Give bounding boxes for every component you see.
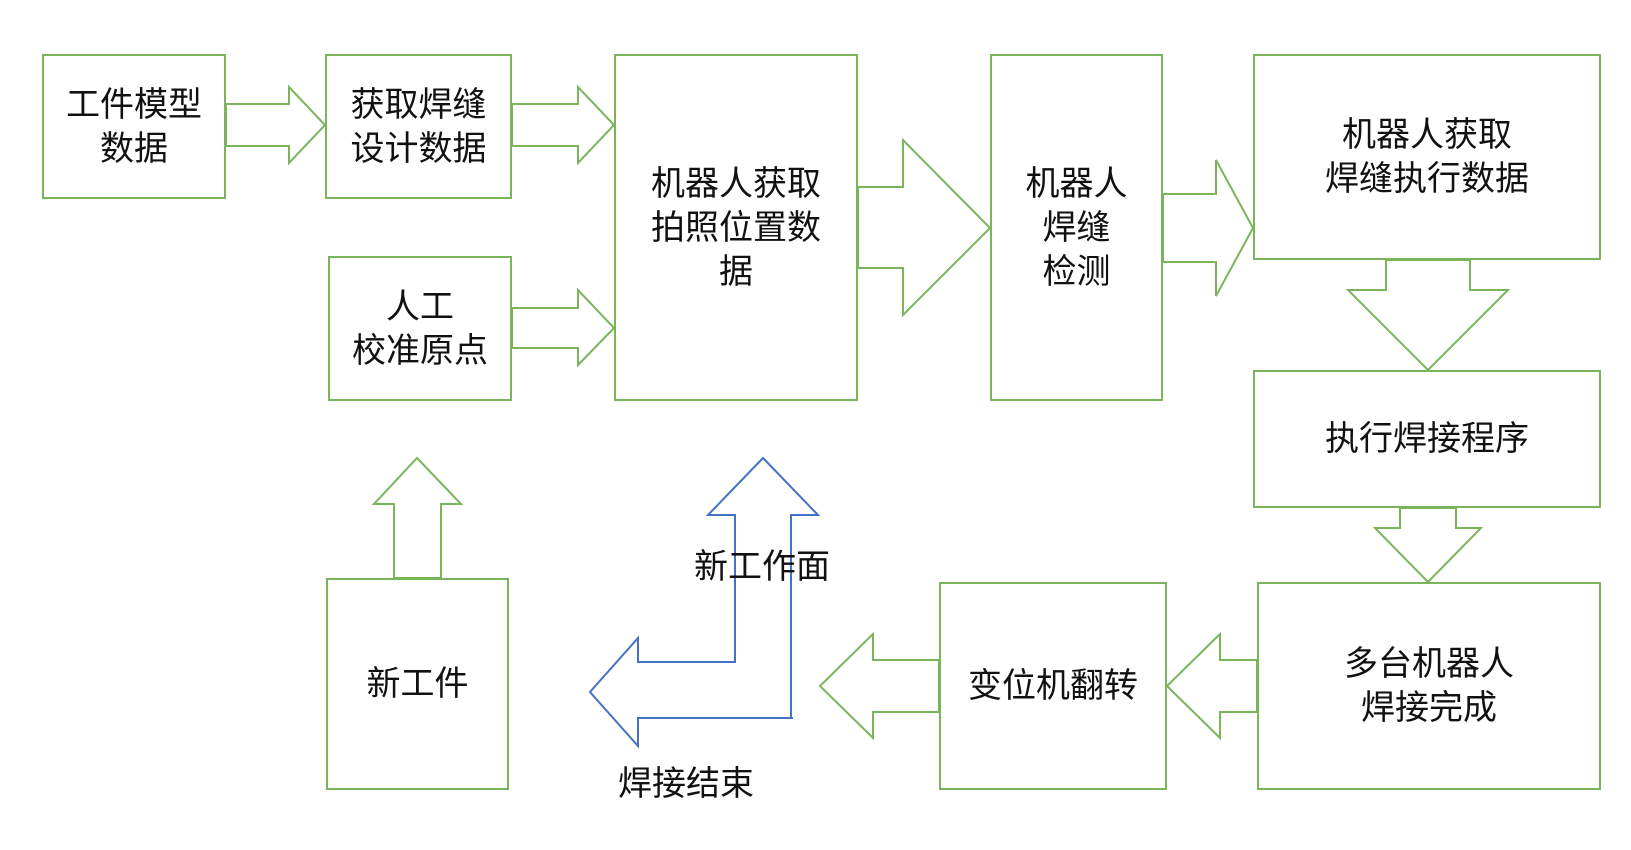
arrow-calibration-to-photo [511, 287, 616, 368]
arrow-flip-to-left [818, 631, 940, 741]
arrow-newpiece-to-calibration [371, 456, 464, 579]
node-manual-calibration-origin: 人工 校准原点 [328, 256, 512, 401]
arrow-done-to-flip [1165, 631, 1258, 741]
node-get-weld-design-data: 获取焊缝 设计数据 [325, 54, 512, 199]
arrow-program-to-done [1372, 507, 1484, 584]
arrow-photo-to-detection [857, 137, 992, 318]
arrow-model-to-design [225, 84, 327, 166]
arrow-return-loop [588, 456, 821, 749]
node-robot-get-exec-data: 机器人获取 焊缝执行数据 [1253, 54, 1601, 260]
node-execute-weld-program: 执行焊接程序 [1253, 370, 1601, 508]
label-weld-end: 焊接结束 [618, 764, 754, 804]
node-workpiece-model-data: 工件模型 数据 [42, 54, 226, 199]
arrow-design-to-photo [511, 84, 616, 166]
arrow-execdata-to-program [1345, 259, 1511, 372]
node-multi-robot-weld-done: 多台机器人 焊接完成 [1257, 582, 1601, 790]
label-new-work-surface: 新工作面 [694, 547, 830, 587]
node-new-workpiece: 新工件 [326, 578, 509, 790]
arrow-detection-to-execdata [1162, 159, 1255, 297]
node-robot-weld-detection: 机器人 焊缝 检测 [990, 54, 1163, 401]
node-robot-get-photo-position: 机器人获取 拍照位置数 据 [614, 54, 858, 401]
node-positioner-flip: 变位机翻转 [939, 582, 1167, 790]
